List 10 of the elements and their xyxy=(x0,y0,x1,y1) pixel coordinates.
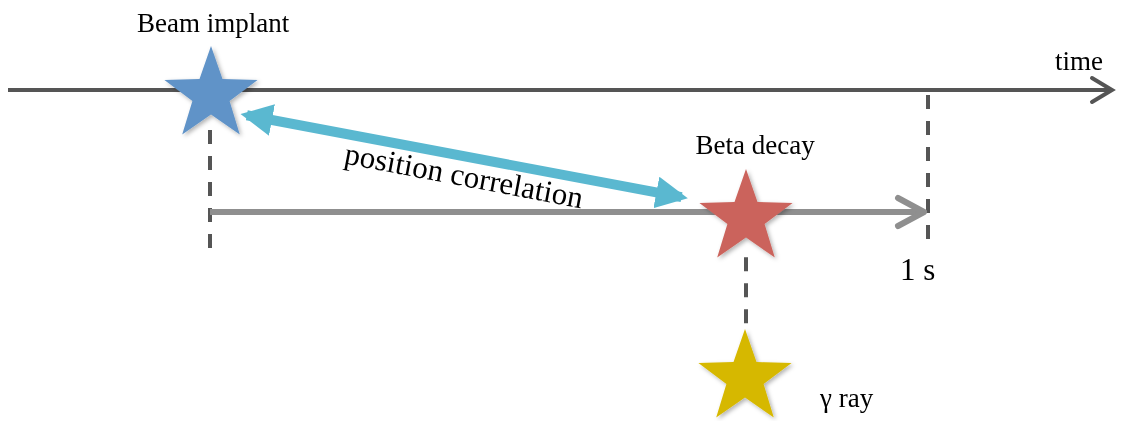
event-label: γ ray xyxy=(820,383,874,414)
event-label: Beam implant xyxy=(137,8,290,39)
axis-label: time xyxy=(1055,46,1103,77)
event-label: Beta decay xyxy=(695,130,815,161)
star-marker xyxy=(164,46,258,135)
star-marker xyxy=(698,329,792,418)
time-label: 1 s xyxy=(900,252,936,288)
edge-label: position correlation xyxy=(341,136,587,217)
star-marker xyxy=(699,169,793,258)
double-arrow xyxy=(240,104,688,209)
